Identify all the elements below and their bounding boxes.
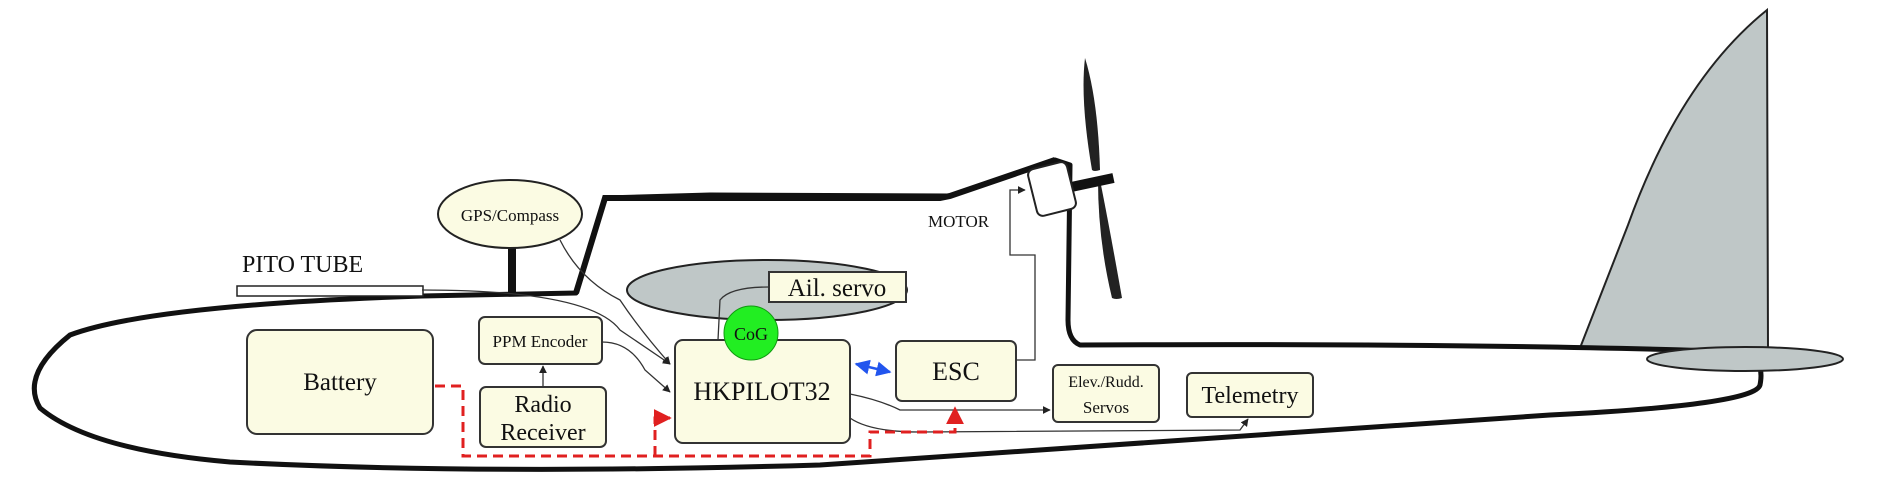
pito-to-hkpilot-line bbox=[421, 289, 671, 365]
hkpilot-to-elev-line bbox=[849, 393, 1051, 414]
canopy-line bbox=[573, 157, 1056, 294]
horizontal-stabilizer bbox=[1646, 346, 1844, 372]
ail-servo-box bbox=[768, 271, 907, 303]
tail-fin bbox=[1578, 7, 1770, 352]
motor-label: MOTOR bbox=[928, 212, 990, 231]
signal-lines bbox=[421, 186, 1249, 433]
hkpilot-to-telemetry-line bbox=[849, 417, 1249, 433]
ppm-encoder-label: PPM Encoder bbox=[493, 332, 588, 351]
esc-to-motor-line bbox=[1009, 186, 1036, 361]
ppm-to-hkpilot-line bbox=[601, 341, 671, 393]
radio-receiver-label-line2: Receiver bbox=[500, 420, 585, 446]
power-lines bbox=[435, 384, 964, 458]
ail-servo-label: Ail. servo bbox=[788, 275, 887, 302]
battery-box bbox=[246, 329, 434, 435]
motor-body bbox=[1027, 161, 1077, 217]
ail-servo-to-hkpilot-line bbox=[717, 286, 770, 341]
pito-tube bbox=[236, 285, 424, 297]
gps-compass bbox=[437, 179, 583, 249]
elev-rudd-servos-box bbox=[1052, 364, 1160, 423]
cog-marker bbox=[723, 305, 779, 361]
propeller-blade-top bbox=[1083, 58, 1100, 171]
hkpilot32-label: HKPILOT32 bbox=[693, 377, 830, 406]
hkpilot-esc-link bbox=[854, 359, 892, 377]
fuselage-outline bbox=[31, 157, 1764, 472]
gps-mast bbox=[508, 248, 516, 296]
esc-box bbox=[895, 340, 1017, 402]
propeller-hub bbox=[1065, 173, 1115, 193]
battery-power-line bbox=[435, 384, 964, 458]
ppm-encoder-box bbox=[478, 316, 603, 365]
gps-compass-label: GPS/Compass bbox=[461, 206, 559, 225]
radio-receiver-label-line1: Radio bbox=[514, 392, 571, 418]
gps-to-hkpilot-line bbox=[559, 239, 671, 365]
esc-label: ESC bbox=[932, 357, 980, 386]
battery-label: Battery bbox=[303, 369, 377, 396]
telemetry-label: Telemetry bbox=[1202, 383, 1299, 409]
elev-rudd-label-line2: Servos bbox=[1083, 398, 1129, 417]
telemetry-box bbox=[1186, 372, 1314, 418]
propeller-blade-bottom bbox=[1098, 180, 1122, 299]
pito-tube-label: PITO TUBE bbox=[242, 252, 363, 278]
hkpilot-power-line bbox=[653, 409, 672, 456]
cog-label: CoG bbox=[734, 324, 768, 344]
elev-rudd-label-line1: Elev./Rudd. bbox=[1068, 374, 1143, 391]
